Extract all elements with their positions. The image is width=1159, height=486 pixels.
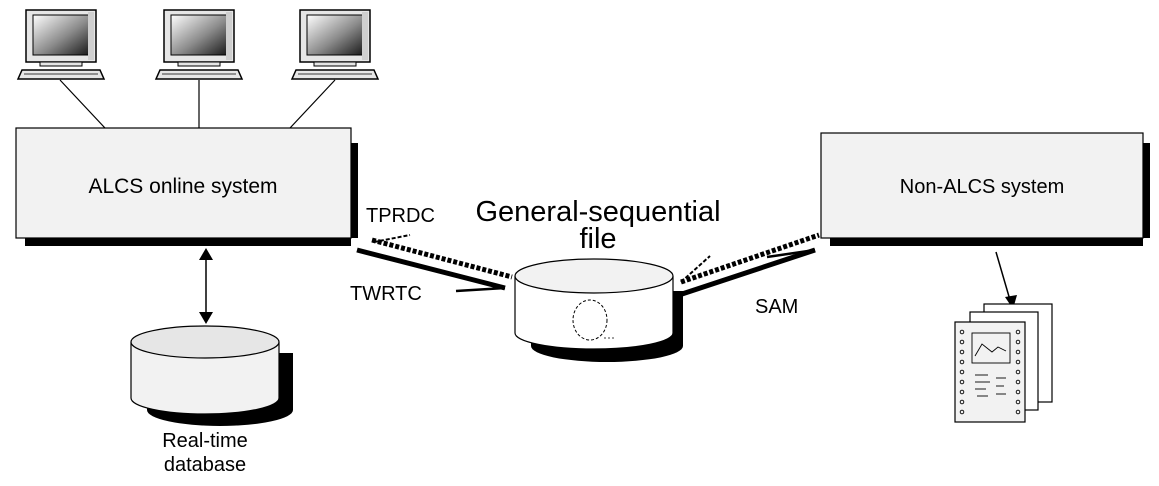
gsf-label-line2: file xyxy=(579,223,616,255)
tprdc-read-connector: TPRDC xyxy=(366,205,513,280)
computer-terminal-icon xyxy=(291,9,379,80)
general-sequential-file-cylinder xyxy=(514,258,683,362)
alcs-online-system-box: ALCS online system xyxy=(15,127,358,246)
real-time-database-cylinder: Real-time database xyxy=(130,325,293,476)
sam-label: SAM xyxy=(755,296,798,318)
rtdb-label-line1: Real-time xyxy=(162,430,248,452)
terminal-3 xyxy=(291,9,379,80)
computer-terminal-icon xyxy=(155,9,243,80)
non-alcs-label: Non-ALCS system xyxy=(900,176,1065,198)
rtdb-label-line2: database xyxy=(164,454,246,476)
non-alcs-report-arrow xyxy=(995,251,1017,309)
alcs-label: ALCS online system xyxy=(88,175,277,198)
non-alcs-system-box: Non-ALCS system xyxy=(820,132,1150,246)
twrtc-label: TWRTC xyxy=(350,283,422,305)
alcs-database-arrow xyxy=(199,248,213,324)
printed-report-icon xyxy=(954,303,1053,423)
terminal-2 xyxy=(155,9,243,80)
sam-connector: SAM xyxy=(675,232,820,318)
gsf-label-line1: General-sequential xyxy=(475,196,720,228)
computer-terminal-icon xyxy=(17,9,105,80)
terminal-1 xyxy=(17,9,105,80)
twrtc-write-connector: TWRTC xyxy=(350,247,506,305)
tprdc-label: TPRDC xyxy=(366,205,435,227)
terminal-links xyxy=(59,79,336,129)
